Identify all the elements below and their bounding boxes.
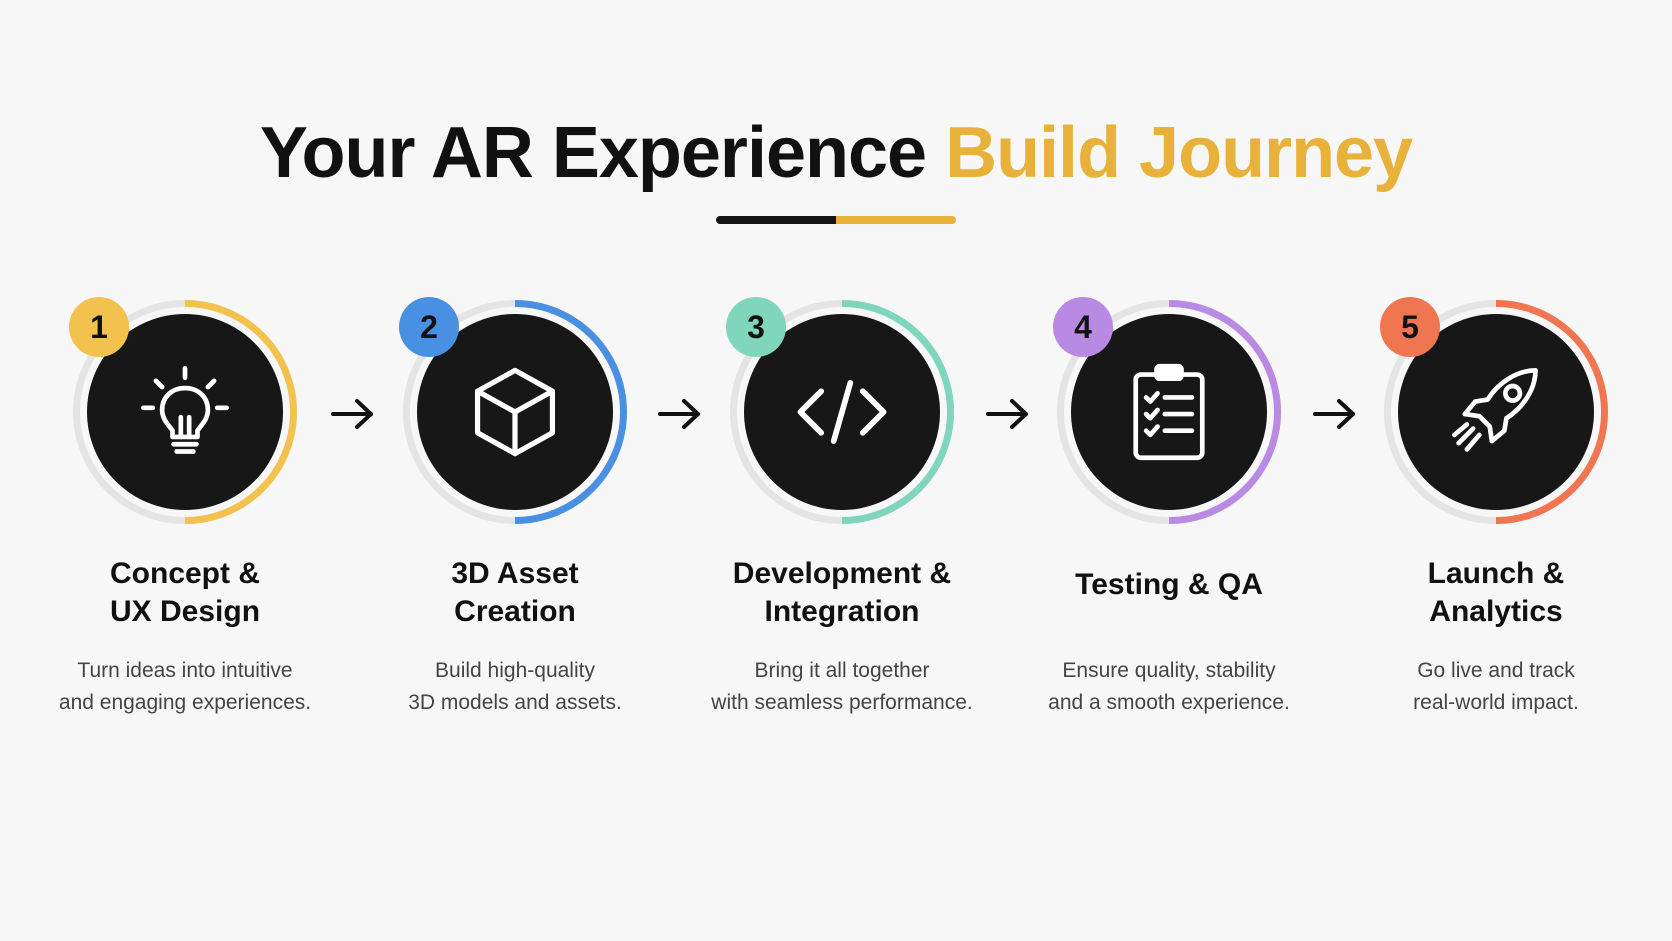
step-4-number-badge: 4 [1053,297,1113,357]
code-icon [797,380,887,444]
step-1-title: Concept & UX Design [109,557,261,628]
step-5-description: Go live and track real-world impact. [1413,659,1579,714]
step-1-number-badge: 1 [69,297,129,357]
title-underline [716,216,956,224]
page-title: Your AR Experience Build Journey [0,108,1672,198]
step-5-title: Launch & Analytics [1427,557,1565,628]
step-5: 5 Launch & Analytics Go live and track r… [1331,297,1661,730]
step-2-number-badge: 2 [399,297,459,357]
step-1-description: Turn ideas into intuitive and engaging e… [58,659,312,714]
step-3: 3 Development & Integration Bring it all… [677,297,1007,730]
arrow-right-icon [331,399,373,429]
step-3-title: Development & Integration [732,557,952,628]
underline-gold-segment [836,216,956,224]
step-3-description: Bring it all together with seamless perf… [711,659,973,714]
arrow-right-icon [1313,399,1355,429]
step-3-number-badge: 3 [726,297,786,357]
title-main: Your AR Experience [259,113,927,193]
rocket-icon [1452,368,1538,452]
lightbulb-icon [141,365,229,454]
arrow-right-icon [658,399,700,429]
step-4-title: Testing & QA [1075,568,1263,601]
clipboard-checklist-icon [1133,363,1205,461]
step-2-title: 3D Asset Creation [451,557,579,628]
underline-dark-segment [716,216,836,224]
arrow-right-icon [986,399,1028,429]
title-accent: Build Journey [945,113,1413,193]
step-2: 2 3D Asset Creation Build high-quality 3… [350,297,680,730]
step-1: 1 Concept & UX Design Turn ideas into in… [20,297,350,730]
step-4: 4 Testing & QA Ensure quality, stability… [1004,297,1334,730]
cube-icon [474,367,556,457]
step-5-number-badge: 5 [1380,297,1440,357]
step-4-description: Ensure quality, stability and a smooth e… [1048,659,1290,714]
step-4-disc [1071,314,1267,510]
step-2-description: Build high-quality 3D models and assets. [408,659,622,714]
